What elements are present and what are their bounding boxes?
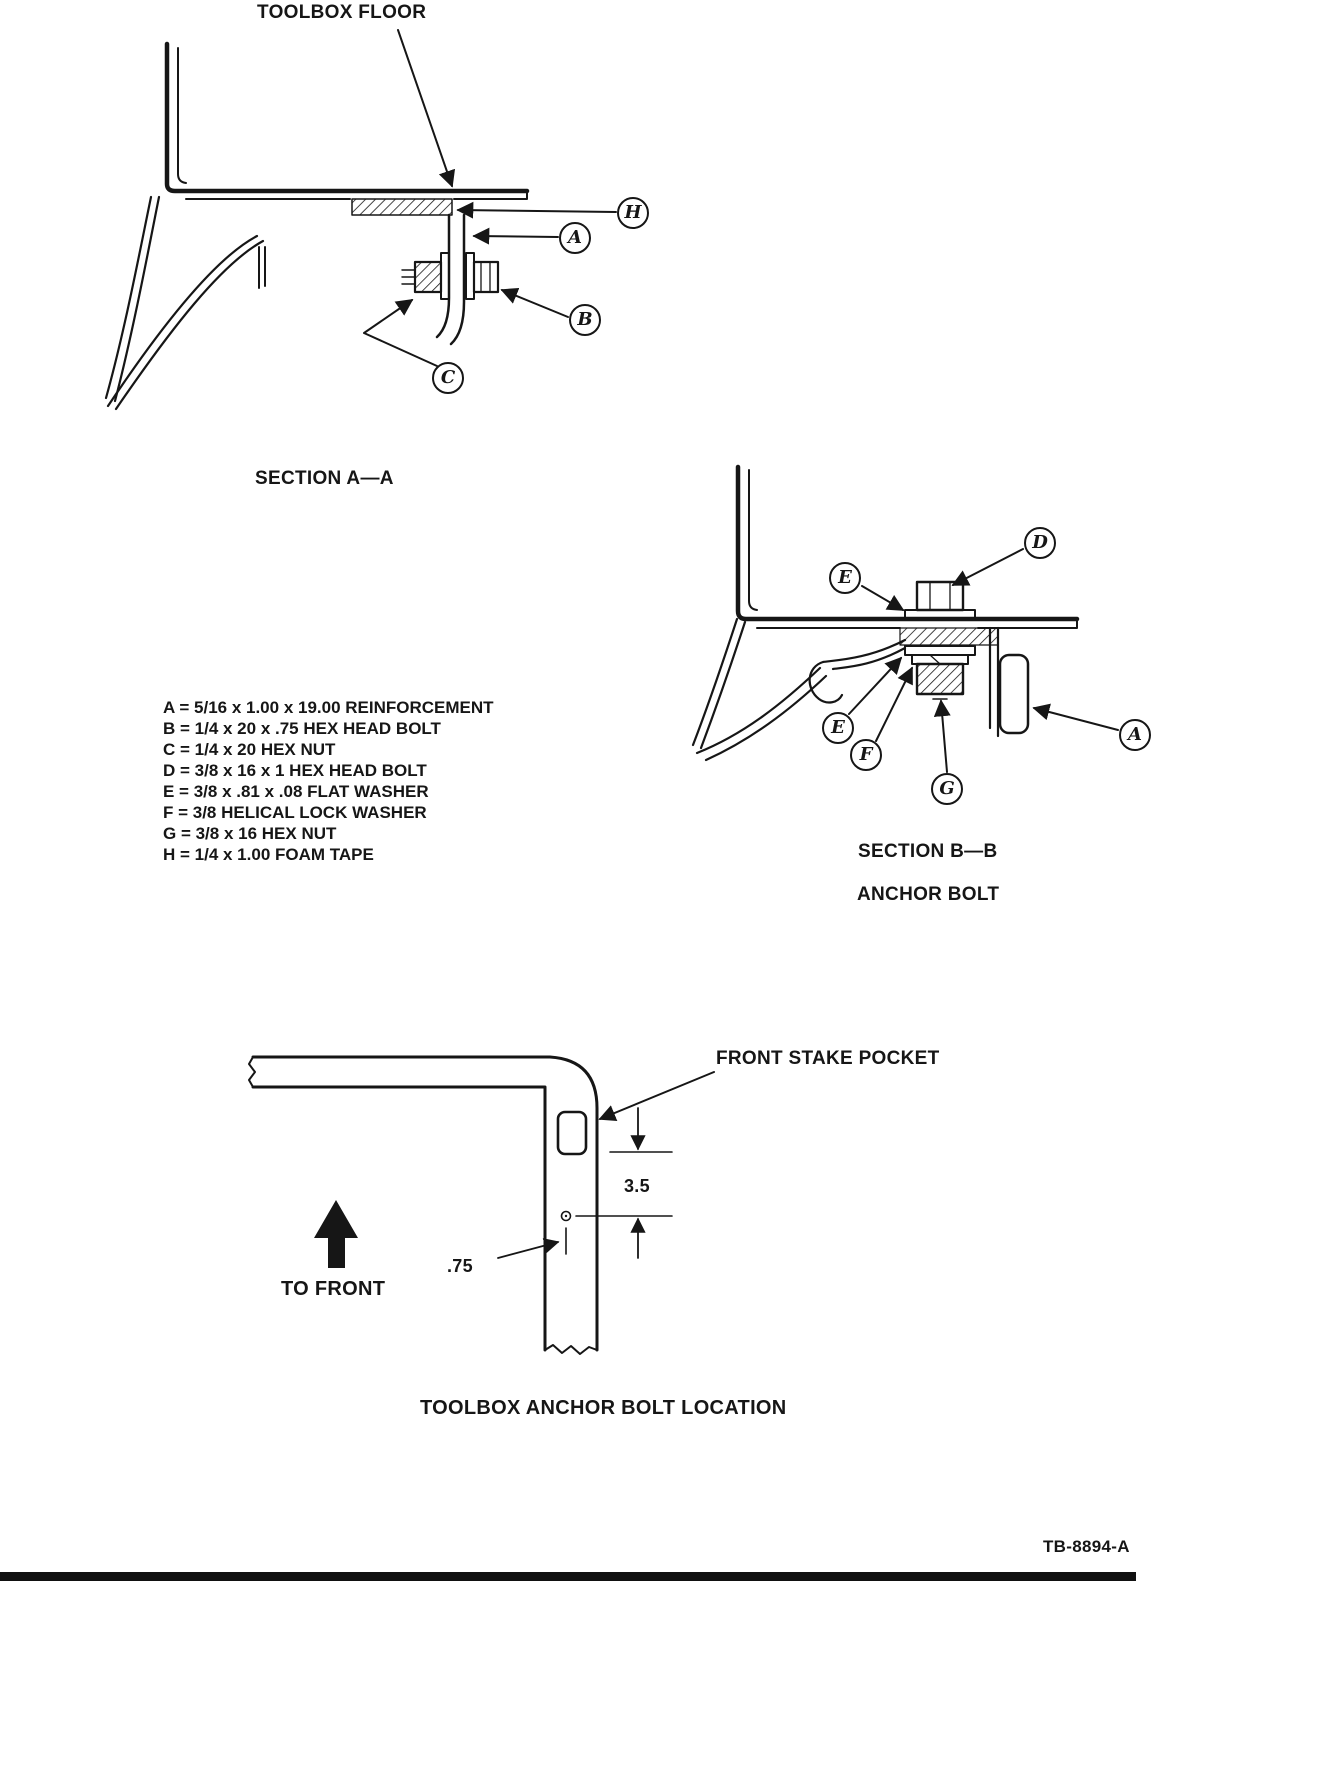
toolbox-floor-label: TOOLBOX FLOOR [257, 2, 427, 23]
callout-g: G [931, 773, 963, 805]
dimension-75: .75 [447, 1256, 473, 1276]
legend-item-c: C = 1/4 x 20 HEX NUT [163, 740, 336, 759]
callout-e-lower: E [822, 712, 854, 744]
legend-item-e: E = 3/8 x .81 x .08 FLAT WASHER [163, 782, 429, 801]
callout-b: B [569, 304, 601, 336]
section-bb-drawing [691, 464, 1119, 773]
doc-number: TB-8894-A [1043, 1537, 1130, 1556]
page-bottom-rule [0, 1572, 1136, 1581]
to-front-arrow [314, 1200, 358, 1268]
callout-a2-leader [1032, 703, 1119, 731]
callout-b-leader [500, 287, 569, 318]
callout-d: D [1024, 527, 1056, 559]
callout-e-upper-leader [861, 585, 905, 611]
front-stake-pocket-label: FRONT STAKE POCKET [716, 1048, 940, 1069]
callout-c-leader [363, 299, 438, 367]
callout-g-leader [933, 699, 951, 773]
hex-nut-hatch-bb [915, 662, 965, 696]
callout-a2: A [1119, 719, 1151, 751]
callout-f: F [850, 739, 882, 771]
legend-item-f: F = 3/8 HELICAL LOCK WASHER [163, 803, 427, 822]
location-drawing [248, 1055, 715, 1355]
callout-e-upper: E [829, 562, 861, 594]
reinforcement-hatch [899, 627, 999, 646]
callout-letter: C [440, 367, 456, 388]
legend-item-a: A = 5/16 x 1.00 x 19.00 REINFORCEMENT [163, 698, 494, 717]
callout-letter: A [1128, 724, 1142, 745]
parts-legend: A = 5/16 x 1.00 x 19.00 REINFORCEMENT B … [163, 697, 494, 865]
callout-letter: E [831, 717, 845, 738]
foam-tape-hatch [351, 198, 453, 216]
toolbox-floor-leader [397, 29, 456, 188]
callout-h: H [617, 197, 649, 229]
dimension-3-5: 3.5 [624, 1176, 650, 1196]
anchor-bolt-hole [560, 1210, 572, 1222]
callout-a-leader [472, 227, 559, 245]
anchor-bolt-subtitle: ANCHOR BOLT [857, 884, 1000, 905]
callout-letter: B [577, 309, 593, 330]
hex-nut-hatch [413, 260, 443, 294]
callout-letter: D [1032, 532, 1048, 553]
legend-item-h: H = 1/4 x 1.00 FOAM TAPE [163, 845, 374, 864]
location-title: TOOLBOX ANCHOR BOLT LOCATION [420, 1397, 787, 1419]
callout-h-leader [456, 201, 617, 219]
section-aa-drawing [104, 29, 617, 411]
callout-letter: E [838, 567, 852, 588]
section-bb-title: SECTION B—B [858, 841, 998, 862]
section-aa-title: SECTION A—A [255, 468, 394, 489]
callout-letter: F [859, 744, 873, 765]
to-front-label: TO FRONT [281, 1278, 386, 1300]
callout-letter: A [568, 227, 582, 248]
legend-item-g: G = 3/8 x 16 HEX NUT [163, 824, 337, 843]
callout-e-lower-leader [848, 656, 903, 715]
callout-f-leader [875, 666, 913, 742]
callout-letter: G [939, 778, 955, 799]
callout-letter: H [624, 202, 642, 223]
stake-pocket-shape [556, 1110, 588, 1156]
stake-pocket-leader [598, 1071, 715, 1122]
callout-d-leader [951, 548, 1024, 586]
legend-item-b: B = 1/4 x 20 x .75 HEX HEAD BOLT [163, 719, 441, 738]
callout-a: A [559, 222, 591, 254]
callout-c: C [432, 362, 464, 394]
legend-item-d: D = 3/8 x 16 x 1 HEX HEAD BOLT [163, 761, 427, 780]
